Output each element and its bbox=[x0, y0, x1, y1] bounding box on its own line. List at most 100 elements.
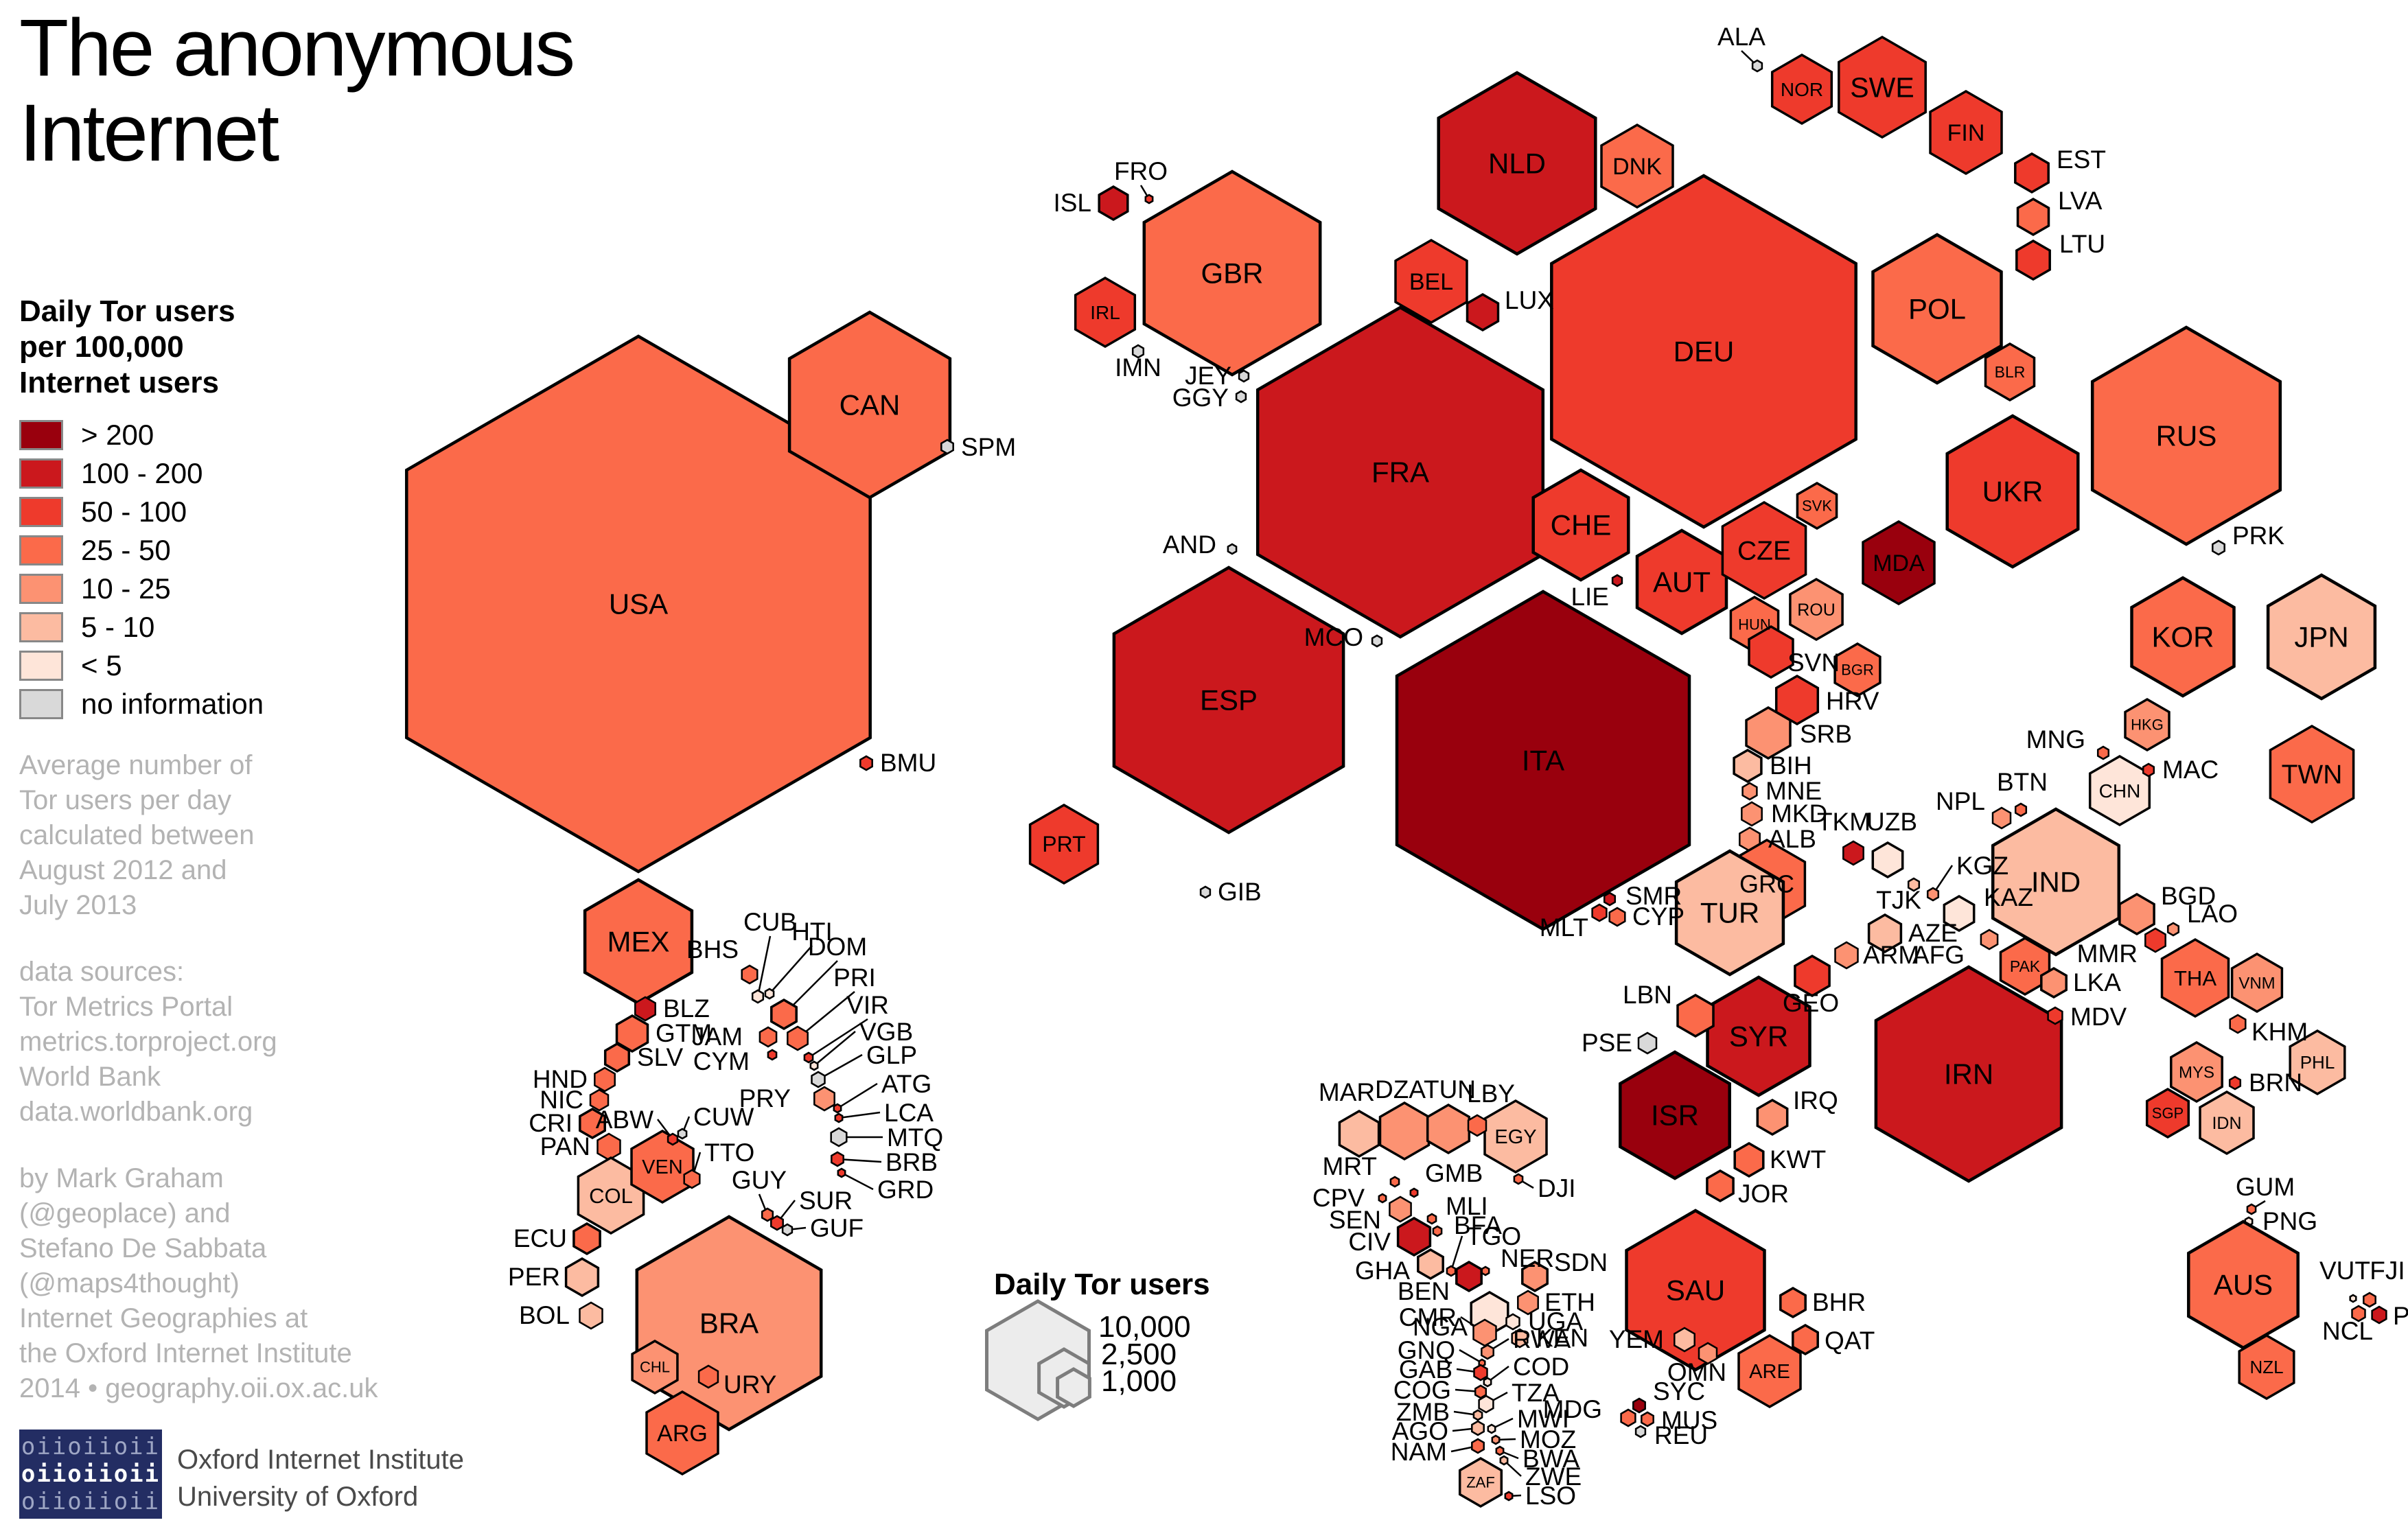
country-label-LBN: LBN bbox=[1623, 981, 1672, 1009]
country-label-HKG: HKG bbox=[2131, 716, 2164, 734]
country-hex-OMN bbox=[1698, 1342, 1718, 1365]
country-label-CHE: CHE bbox=[1551, 509, 1612, 541]
leader-line-CUB bbox=[756, 935, 772, 997]
country-label-GHA: GHA bbox=[1355, 1257, 1411, 1285]
country-label-JEY: JEY bbox=[1185, 362, 1231, 390]
country-label-FIN: FIN bbox=[1947, 120, 1985, 146]
color-legend-item: < 5 bbox=[19, 646, 264, 685]
country-label-LCA: LCA bbox=[884, 1099, 934, 1127]
country-hex-GMB bbox=[1409, 1187, 1419, 1198]
country-label-JPN: JPN bbox=[2294, 621, 2348, 653]
color-legend-label: no information bbox=[81, 688, 264, 720]
country-label-MLT: MLT bbox=[1540, 913, 1588, 942]
color-legend-swatch bbox=[19, 574, 63, 604]
country-label-BLZ: BLZ bbox=[663, 994, 710, 1023]
country-label-AZE: AZE bbox=[1908, 919, 1958, 947]
country-label-HND: HND bbox=[533, 1065, 588, 1093]
country-hex-CUW bbox=[677, 1128, 688, 1140]
country-label-BGD: BGD bbox=[2161, 882, 2216, 910]
country-hex-SEN bbox=[1389, 1195, 1412, 1223]
country-label-FRA: FRA bbox=[1371, 456, 1429, 489]
country-label-CUW: CUW bbox=[693, 1103, 754, 1131]
country-label-TUR: TUR bbox=[1700, 897, 1759, 929]
country-label-MKD: MKD bbox=[1771, 800, 1827, 828]
country-label-DZA: DZA bbox=[1375, 1075, 1426, 1104]
country-hex-HRV bbox=[1774, 674, 1820, 726]
leader-line-PRI bbox=[797, 991, 855, 1039]
country-hex-TJK bbox=[1907, 877, 1921, 892]
country-label-VGB: VGB bbox=[859, 1018, 913, 1046]
country-label-URY: URY bbox=[723, 1370, 776, 1399]
country-hex-PHL bbox=[2289, 1029, 2346, 1096]
country-label-GUF: GUF bbox=[810, 1214, 864, 1242]
country-hex-POL bbox=[1871, 233, 2003, 385]
country-hex-LTU bbox=[2015, 239, 2051, 281]
country-hex-IMN bbox=[1131, 344, 1145, 359]
country-label-CIV: CIV bbox=[1348, 1228, 1391, 1256]
country-label-GLP: GLP bbox=[866, 1041, 917, 1069]
country-hex-SAU bbox=[1625, 1209, 1766, 1372]
country-label-LVA: LVA bbox=[2058, 187, 2103, 215]
country-hex-BLZ bbox=[634, 996, 656, 1022]
country-hex-AZE bbox=[1867, 913, 1903, 954]
country-label-ITA: ITA bbox=[1522, 745, 1564, 777]
color-legend-item: 100 - 200 bbox=[19, 454, 264, 493]
color-legend-swatch bbox=[19, 497, 63, 527]
country-hex-COG bbox=[1474, 1384, 1487, 1399]
country-hex-ARG bbox=[645, 1390, 719, 1476]
color-legend-title-3: Internet users bbox=[19, 366, 219, 399]
country-label-PSE: PSE bbox=[1582, 1029, 1632, 1057]
note-line: Tor users per day bbox=[19, 785, 232, 815]
country-label-LIE: LIE bbox=[1571, 583, 1609, 611]
country-label-GMB: GMB bbox=[1425, 1159, 1483, 1187]
country-label-PAN: PAN bbox=[540, 1132, 590, 1160]
country-label-PYF: PYF bbox=[2393, 1302, 2408, 1330]
size-legend-label: 1,000 bbox=[1101, 1364, 1177, 1398]
country-label-SRB: SRB bbox=[1800, 720, 1852, 748]
country-hex-LAO bbox=[2166, 922, 2180, 937]
country-hex-IDN bbox=[2199, 1090, 2255, 1156]
country-hex-CYM bbox=[767, 1049, 778, 1061]
country-label-NOR: NOR bbox=[1781, 79, 1823, 100]
country-label-ABW: ABW bbox=[596, 1106, 653, 1134]
country-label-COL: COL bbox=[589, 1184, 633, 1208]
country-label-NGA: NGA bbox=[1413, 1313, 1468, 1341]
country-label-KEN: KEN bbox=[1536, 1324, 1588, 1352]
country-label-BHS: BHS bbox=[686, 935, 739, 964]
country-hex-RWA bbox=[1481, 1344, 1494, 1360]
color-legend-item: > 200 bbox=[19, 416, 264, 454]
country-label-ECU: ECU bbox=[513, 1224, 567, 1252]
country-hex-SWE bbox=[1838, 35, 1927, 139]
country-hex-UZB bbox=[1871, 841, 1904, 879]
country-hex-VIR bbox=[803, 1051, 814, 1064]
country-hex-AFG bbox=[1980, 929, 1999, 950]
country-hex-CAN bbox=[787, 310, 952, 500]
color-legend-swatch bbox=[19, 651, 63, 681]
country-label-TZA: TZA bbox=[1512, 1379, 1560, 1407]
country-label-GGY: GGY bbox=[1172, 384, 1229, 412]
country-label-KGZ: KGZ bbox=[1956, 852, 2008, 880]
country-label-NLD: NLD bbox=[1488, 148, 1546, 180]
country-label-MNG: MNG bbox=[2026, 725, 2085, 754]
country-hex-PYF bbox=[2371, 1305, 2387, 1325]
country-hex-GUM bbox=[2246, 1203, 2257, 1215]
oii-logo: oiioiioii oiioiioii oiioiioii bbox=[19, 1430, 162, 1519]
country-hex-BHS bbox=[741, 964, 759, 985]
country-label-UZB: UZB bbox=[1866, 808, 1917, 836]
country-hex-NAM bbox=[1471, 1438, 1485, 1454]
country-label-TKM: TKM bbox=[1817, 808, 1871, 836]
leader-line-TGO bbox=[1450, 1235, 1463, 1272]
country-label-MDA: MDA bbox=[1873, 550, 1925, 576]
page-title: The anonymous Internet bbox=[19, 5, 575, 176]
country-label-COG: COG bbox=[1393, 1376, 1451, 1404]
country-hex-COD bbox=[1483, 1377, 1492, 1388]
country-label-MDG: MDG bbox=[1543, 1395, 1602, 1423]
country-label-SEN: SEN bbox=[1329, 1206, 1381, 1234]
country-label-RWA: RWA bbox=[1513, 1325, 1571, 1353]
country-hex-VNM bbox=[2230, 952, 2284, 1014]
note-line: by Mark Graham bbox=[19, 1163, 224, 1193]
country-label-ALA: ALA bbox=[1717, 23, 1766, 51]
country-label-TJK: TJK bbox=[1876, 886, 1921, 914]
